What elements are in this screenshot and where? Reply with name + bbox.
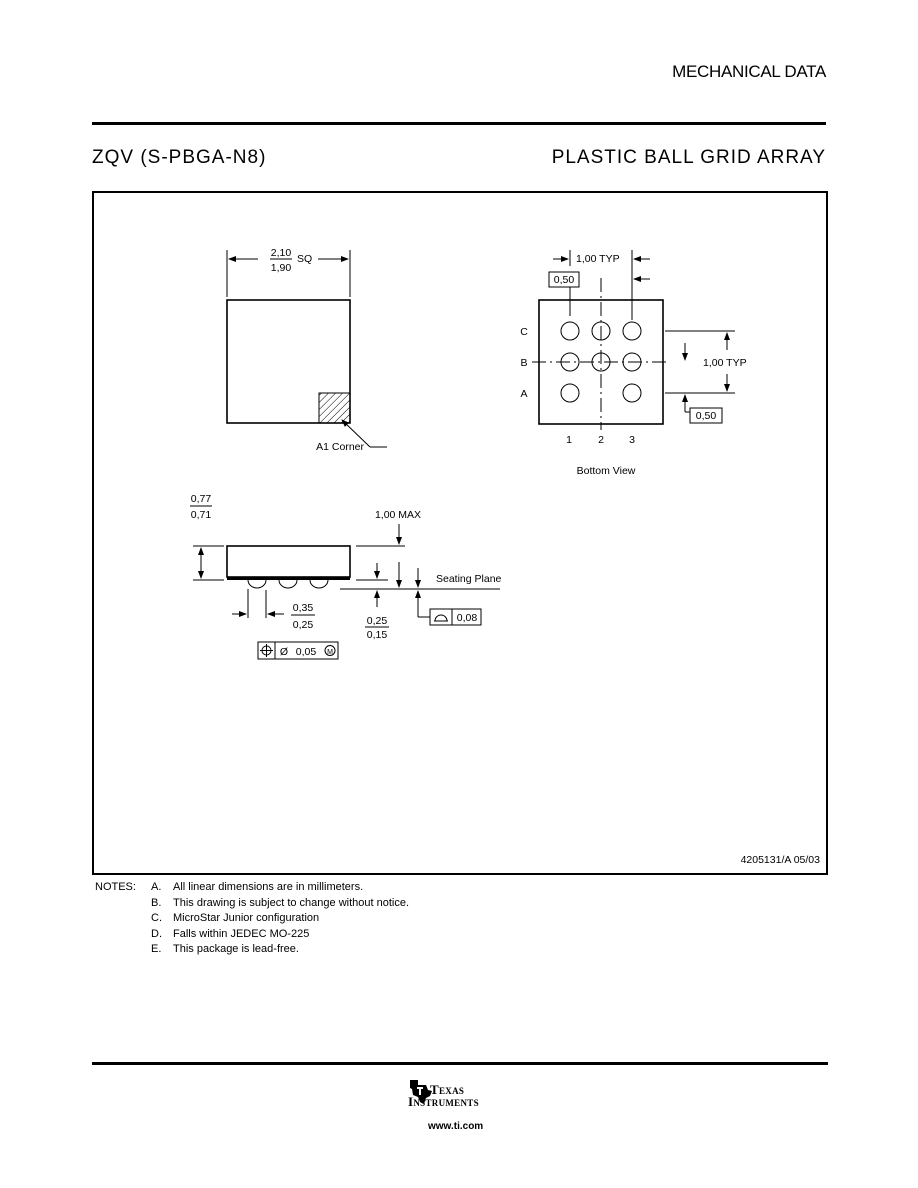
mmc-icon <box>324 645 336 656</box>
standoff-upper: 0,25 <box>367 615 388 627</box>
offset-right-box <box>689 407 723 424</box>
top-width-upper: 2,10 <box>271 247 292 259</box>
col-label-1: 1 <box>566 434 572 446</box>
mmc-symbol: M <box>327 649 333 656</box>
ball-a3 <box>622 383 642 403</box>
standoff-lower: 0,15 <box>367 629 388 641</box>
ball-b1 <box>560 352 580 372</box>
note-text: MicroStar Junior configuration <box>173 912 320 924</box>
note-row: NOTES: A. All linear dimensions are in m… <box>95 880 409 896</box>
offset-top-box <box>548 271 580 288</box>
coplanarity-value: 0,08 <box>457 612 478 624</box>
note-letter: A. <box>151 881 162 893</box>
seating-plane-label: Seating Plane <box>436 573 502 585</box>
ball-c1 <box>560 321 580 341</box>
package-type: PLASTIC BALL GRID ARRAY <box>551 147 826 168</box>
note-text: All linear dimensions are in millimeters… <box>173 881 364 893</box>
note-letter: B. <box>151 896 162 909</box>
doc-number: 4205131/A 05/03 <box>741 854 821 866</box>
note-row: B. This drawing is subject to change wit… <box>95 896 409 912</box>
a1-corner-marker <box>318 392 351 424</box>
offset-top-label: 0,50 <box>554 274 575 286</box>
note-letter: E. <box>151 943 162 955</box>
col-label-3: 3 <box>629 434 635 446</box>
side-view: 0,77 0,71 1,00 MAX 0,25 0,15 Seating Pla… <box>190 493 502 660</box>
note-letter: D. <box>151 927 162 940</box>
ball-diameter-lower: 0,25 <box>293 619 314 631</box>
drawing-frame <box>92 191 828 875</box>
note-text: This drawing is subject to change withou… <box>173 896 410 909</box>
package-body-top <box>226 299 351 424</box>
top-width-suffix: SQ <box>297 253 312 265</box>
ball-side-2 <box>278 579 298 589</box>
row-label-b: B <box>520 357 527 369</box>
brand-line2: Instruments <box>408 1094 479 1109</box>
note-row: C. MicroStar Junior configuration <box>95 911 409 927</box>
ti-logo: Texas Instruments <box>406 1078 516 1118</box>
ball-b2 <box>591 352 611 372</box>
ti-state-logo-icon <box>410 1080 432 1104</box>
col-label-2: 2 <box>598 434 604 446</box>
note-text: Falls within JEDEC MO-225 <box>173 927 310 940</box>
mechanical-drawing: 2,10 1,90 SQ A1 Corner C B A 1 2 3 Botto… <box>190 247 821 866</box>
coplanarity-icon <box>434 614 448 622</box>
height-upper: 0,77 <box>191 493 212 505</box>
note-row: D. Falls within JEDEC MO-225 <box>95 927 409 943</box>
notes-label: NOTES: <box>95 881 136 893</box>
ball-c2 <box>591 321 611 341</box>
ball-side-1 <box>247 579 267 589</box>
footer-rule <box>92 1062 828 1065</box>
ball-side-3 <box>309 579 329 589</box>
ball-b3 <box>622 352 642 372</box>
ball-diameter-upper: 0,35 <box>293 602 314 614</box>
row-label-c: C <box>520 326 528 338</box>
position-tolerance-box <box>257 641 339 660</box>
coplanarity-box <box>429 608 482 626</box>
row-label-a: A <box>520 388 527 400</box>
package-body-side <box>226 545 351 578</box>
note-letter: C. <box>151 912 162 924</box>
package-code: ZQV (S-PBGA-N8) <box>92 147 267 168</box>
position-tolerance-value: 0,05 <box>296 646 317 658</box>
height-lower: 0,71 <box>191 509 212 521</box>
bottom-view-caption: Bottom View <box>577 465 636 477</box>
brand-line1: Texas <box>430 1082 465 1097</box>
note-text: This package is lead-free. <box>173 943 299 955</box>
pitch-h-label: 1,00 TYP <box>576 253 620 265</box>
section-title: MECHANICAL DATA <box>672 62 826 81</box>
notes-block: NOTES: A. All linear dimensions are in m… <box>95 880 409 958</box>
ball-c3 <box>622 321 642 341</box>
top-width-lower: 1,90 <box>271 262 292 274</box>
bottom-view: C B A 1 2 3 Bottom View 1,00 TYP 0,50 1,… <box>520 250 747 477</box>
offset-right-label: 0,50 <box>696 410 717 422</box>
top-view: 2,10 1,90 SQ A1 Corner <box>226 247 387 453</box>
ball-a1 <box>560 383 580 403</box>
position-diameter-symbol: Ø <box>280 646 288 658</box>
footer-url[interactable]: www.ti.com <box>428 1121 484 1132</box>
substrate-side <box>227 577 350 580</box>
header-rule <box>92 122 826 125</box>
a1-corner-label: A1 Corner <box>316 441 364 453</box>
max-height-label: 1,00 MAX <box>375 509 421 521</box>
note-row: E. This package is lead-free. <box>95 942 409 958</box>
pitch-v-label: 1,00 TYP <box>703 357 747 369</box>
